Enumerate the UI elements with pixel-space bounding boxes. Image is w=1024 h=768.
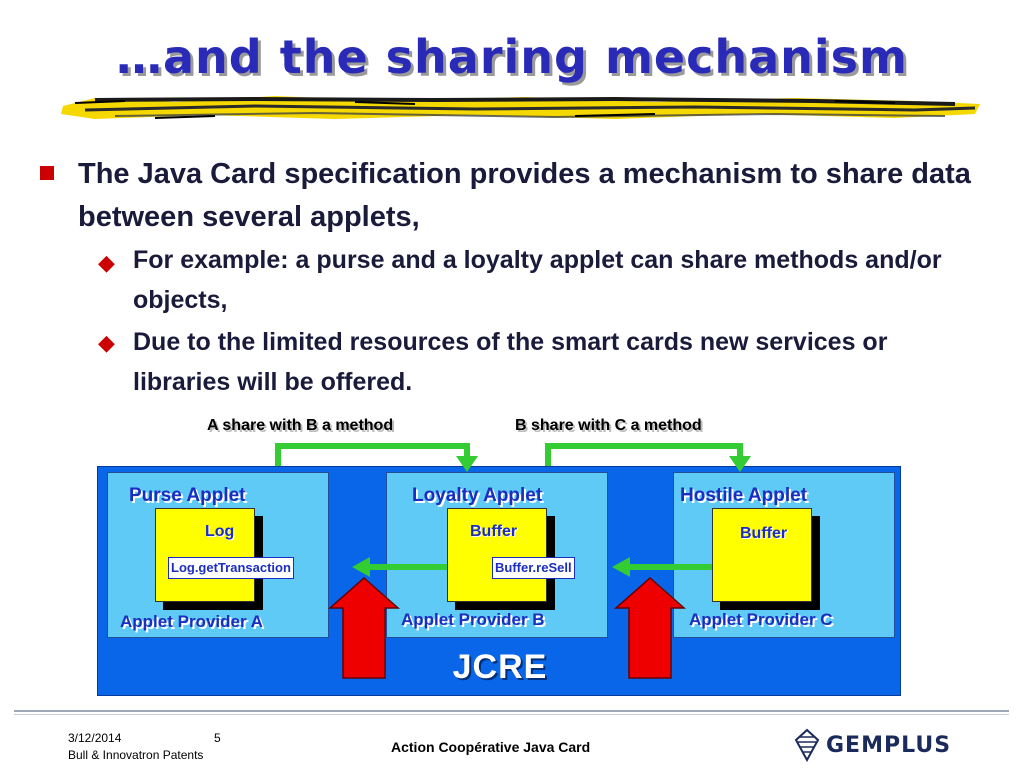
share-label-a-b: A share with B a method [207, 417, 394, 434]
hostile-buffer-label: Buffer [740, 525, 788, 542]
footer-center-title: Action Coopérative Java Card [391, 739, 591, 755]
share-arrow-b-c-head [729, 456, 751, 472]
footer-date: 3/12/2014 [68, 731, 122, 745]
title-underline-brush [61, 96, 980, 119]
loyalty-buffer-object-box [447, 508, 547, 602]
share-arrow-a-b-head [456, 456, 478, 472]
provider-b-label: Applet Provider B [401, 610, 545, 629]
buffer-method-tag: Buffer.reSell [492, 557, 575, 579]
provider-c-label: Applet Provider C [689, 610, 833, 629]
bullet-diamond-icon: ◆ [98, 250, 115, 275]
sub-bullet-2-text: Due to the limited resources of the smar… [133, 328, 888, 396]
footer-page-number: 5 [214, 731, 221, 745]
gemplus-logo-text: GEMPLUS [826, 733, 952, 758]
slide-title: …and the sharing mechanism [115, 30, 908, 84]
bullet-square-icon [40, 166, 54, 180]
method-call-arrow-b-to-a-head [352, 557, 370, 577]
share-arrow-b-c [545, 443, 743, 466]
footer-note: Bull & Innovatron Patents [68, 748, 204, 762]
footer-divider [14, 714, 1009, 715]
bullet-main-text: The Java Card specification provides a m… [78, 158, 971, 233]
share-arrow-a-b [275, 443, 470, 466]
purse-applet-title: Purse Applet [129, 485, 246, 506]
log-object-box [155, 508, 255, 602]
share-label-b-c: B share with C a method [515, 417, 702, 434]
firewall-arrow-b [614, 576, 686, 679]
hostile-buffer-object-box [712, 508, 812, 602]
loyalty-buffer-label: Buffer [470, 523, 518, 540]
log-method-tag: Log.getTransaction [168, 557, 294, 579]
method-call-arrow-c-to-b-head [612, 557, 630, 577]
loyalty-applet-title: Loyalty Applet [412, 485, 543, 506]
sub-bullet-1-text: For example: a purse and a loyalty apple… [133, 246, 942, 314]
hostile-applet-title: Hostile Applet [680, 485, 808, 506]
bullet-diamond-icon: ◆ [98, 330, 115, 355]
jcre-label: JCRE [452, 648, 548, 686]
provider-a-label: Applet Provider A [120, 612, 263, 631]
footer-divider [14, 710, 1009, 712]
gemplus-logo-icon [794, 728, 820, 762]
log-object-label: Log [205, 523, 235, 540]
firewall-arrow-a [328, 576, 400, 679]
